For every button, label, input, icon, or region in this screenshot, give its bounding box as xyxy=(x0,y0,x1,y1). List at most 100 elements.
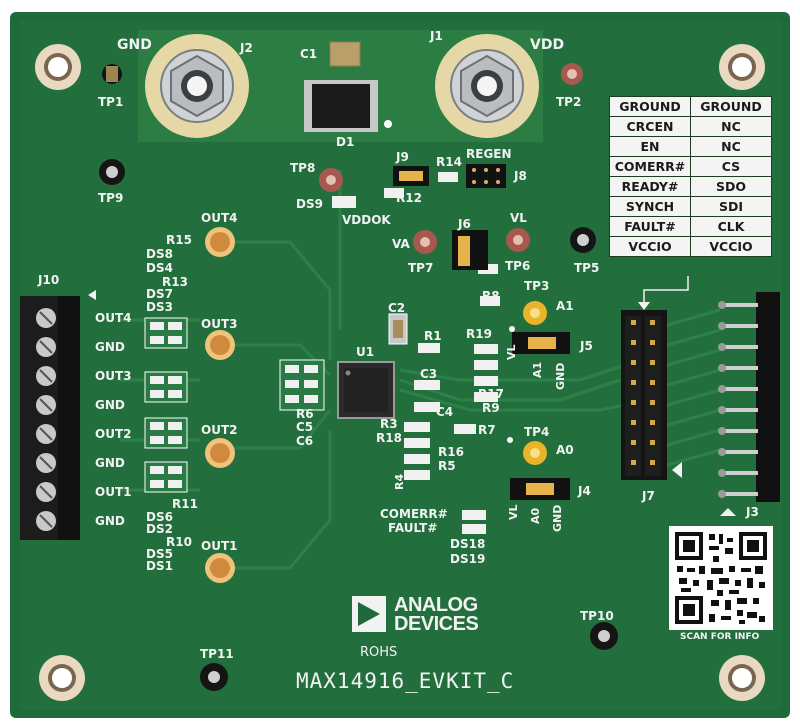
table-cell: SDO xyxy=(690,176,772,197)
label-r4: R4 xyxy=(393,473,406,490)
terminal-label: GND xyxy=(95,340,125,354)
label-fault: FAULT# xyxy=(388,521,438,535)
j10-terminal-block xyxy=(20,296,80,540)
label-out2: OUT2 xyxy=(201,423,238,437)
label-ds2: DS2 xyxy=(146,522,173,536)
out-pads xyxy=(205,227,235,583)
table-row: READY#SDO xyxy=(609,176,772,197)
label-j1: J1 xyxy=(430,29,443,43)
label-c5: C5 xyxy=(296,420,314,434)
label-tp8: TP8 xyxy=(290,161,316,175)
logo-line-1: ANALOG xyxy=(394,594,478,616)
label-j5: J5 xyxy=(580,339,593,353)
label-j2: J2 xyxy=(240,41,253,55)
table-cell: GROUND xyxy=(609,96,691,117)
label-r8: R8 xyxy=(482,289,500,303)
table-cell: GROUND xyxy=(690,96,772,117)
label-regen: REGEN xyxy=(466,147,512,161)
label-ds19: DS19 xyxy=(450,552,486,566)
table-cell: VCCIO xyxy=(690,236,772,257)
j1-power-terminal xyxy=(435,34,539,138)
label-r11: R11 xyxy=(172,497,198,511)
label-tp10: TP10 xyxy=(580,609,614,623)
label-r19: R19 xyxy=(466,327,492,341)
label-r6: R6 xyxy=(296,407,314,421)
j7-header xyxy=(621,310,682,480)
label-r1: R1 xyxy=(424,329,442,343)
table-cell: CLK xyxy=(690,216,772,237)
table-cell: VCCIO xyxy=(609,236,691,257)
qr-code xyxy=(669,526,773,630)
label-u1: U1 xyxy=(356,345,375,359)
label-comerr: COMERR# xyxy=(380,507,448,521)
label-j4-a0: A0 xyxy=(529,507,542,524)
label-vddok: VDDOK xyxy=(342,213,391,227)
label-vdd: VDD xyxy=(530,37,565,53)
label-c6: C6 xyxy=(296,434,314,448)
label-rohs: ROHS xyxy=(360,645,398,660)
label-c3: C3 xyxy=(420,367,438,381)
d1-diode xyxy=(312,84,370,128)
label-tp2: TP2 xyxy=(556,95,582,109)
label-r12: R12 xyxy=(396,191,422,205)
label-tp1: TP1 xyxy=(98,95,124,109)
terminal-label: GND xyxy=(95,398,125,412)
label-out4: OUT4 xyxy=(201,211,238,225)
label-a1: A1 xyxy=(556,299,574,313)
label-ds18: DS18 xyxy=(450,537,486,551)
table-row: FAULT#CLK xyxy=(609,216,772,237)
label-r16: R16 xyxy=(438,445,464,459)
label-j5-vl: VL xyxy=(505,344,518,360)
label-j9: J9 xyxy=(396,150,409,164)
label-out1: OUT1 xyxy=(201,539,238,553)
label-out3: OUT3 xyxy=(201,317,238,331)
scan-for-info-label: SCAN FOR INFO xyxy=(680,632,760,642)
table-cell: READY# xyxy=(609,176,691,197)
label-vl: VL xyxy=(510,211,527,225)
label-tp6: TP6 xyxy=(505,259,531,273)
label-ds7: DS7 xyxy=(146,287,173,301)
table-cell: FAULT# xyxy=(609,216,691,237)
j2-power-terminal xyxy=(145,34,249,138)
label-c2: C2 xyxy=(388,301,406,315)
label-r15: R15 xyxy=(166,233,192,247)
table-cell: COMERR# xyxy=(609,156,691,177)
label-ds4: DS4 xyxy=(146,261,173,275)
analog-devices-logo xyxy=(352,596,386,632)
terminal-label: OUT1 xyxy=(95,485,132,499)
label-tp5: TP5 xyxy=(574,261,600,275)
terminal-label: GND xyxy=(95,456,125,470)
label-ds5: DS5 xyxy=(146,547,173,561)
label-ds6: DS6 xyxy=(146,510,173,524)
terminal-label: OUT2 xyxy=(95,427,132,441)
label-tp11: TP11 xyxy=(200,647,234,661)
label-r7: R7 xyxy=(478,423,496,437)
label-tp4: TP4 xyxy=(524,425,550,439)
label-r13: R13 xyxy=(162,275,188,289)
table-cell: CS xyxy=(690,156,772,177)
label-j4-gnd: GND xyxy=(551,504,564,532)
label-ds9: DS9 xyxy=(296,197,323,211)
label-tp3: TP3 xyxy=(524,279,550,293)
label-va: VA xyxy=(392,237,410,251)
label-r18: R18 xyxy=(376,431,402,445)
table-cell: NC xyxy=(690,136,772,157)
label-a0: A0 xyxy=(556,443,574,457)
label-r3: R3 xyxy=(380,417,398,431)
label-gnd: GND xyxy=(117,37,152,53)
label-r10: R10 xyxy=(166,535,192,549)
j3-header xyxy=(718,292,780,516)
label-j7: J7 xyxy=(642,489,655,503)
terminal-label: GND xyxy=(95,514,125,528)
label-c1: C1 xyxy=(300,47,318,61)
label-c4: C4 xyxy=(436,405,454,419)
label-j4: J4 xyxy=(578,484,591,498)
table-row: COMERR#CS xyxy=(609,156,772,177)
table-cell: SDI xyxy=(690,196,772,217)
label-j4-vl: VL xyxy=(507,504,520,520)
